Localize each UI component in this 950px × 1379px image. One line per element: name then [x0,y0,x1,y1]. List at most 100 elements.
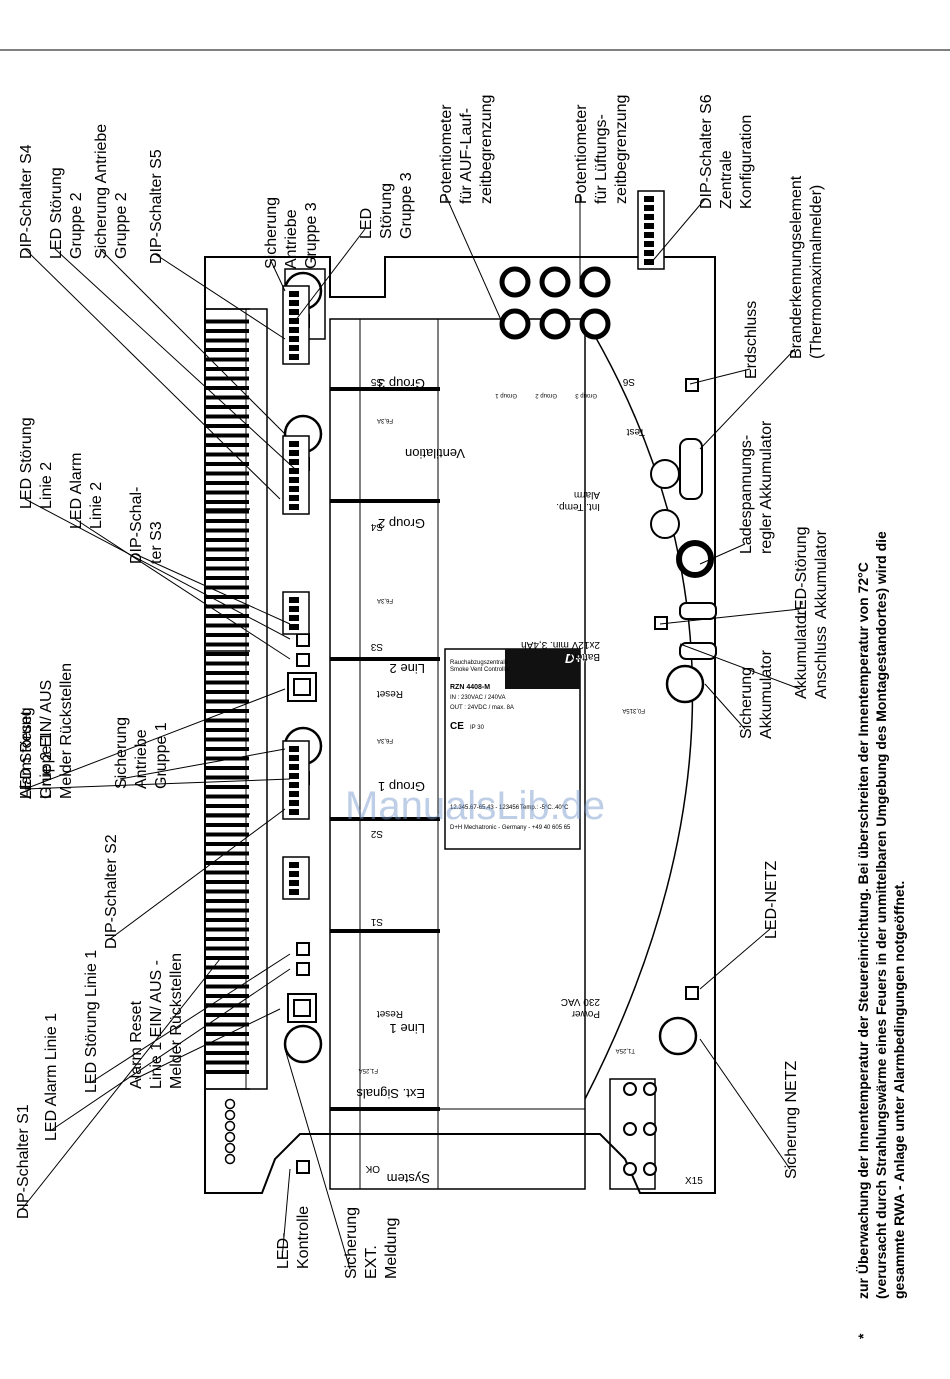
callout-29: LED-NETZ [763,861,780,939]
terminal-pin [205,433,249,438]
divider [330,1107,440,1111]
callout-13: DIP-Schal-ter S3 [128,487,165,564]
nameplate-temp: Temp.: -5°C..40°C [520,805,569,811]
led-erdschluss [685,378,699,392]
nameplate-out: OUT : 24VDC / max. 8A [450,705,514,711]
dip-switch-s2[interactable] [282,740,310,820]
pot-label-1: Group 1 [495,392,517,398]
callout-3: LED Störung Linie 1 [83,950,100,1093]
terminal-pin [205,585,249,590]
terminal-pin [205,386,249,390]
terminal-pin [205,462,249,466]
watermark: ManualsLib.de [345,784,605,828]
terminal-pin [205,1041,249,1046]
callout-leaders [21,193,801,1270]
terminal-pin [205,918,249,922]
pot-vent-group-2[interactable] [539,308,571,340]
pot-auf-group-2[interactable] [539,266,571,298]
nameplate-title: Rauchabzugszentrale [450,660,509,666]
terminal-pin [205,661,249,666]
callout-23: Branderkennungselement(Thermomaximalmeld… [788,175,825,359]
terminal-pin [205,528,249,533]
led-stoerung-linie-2 [296,633,310,647]
fuse-netz [658,1016,698,1056]
label-ext-signals: Ext. Signals [356,1086,425,1101]
leader-line [24,498,291,640]
dip-switch-s1[interactable] [282,856,310,900]
screw-terminal [224,1098,236,1110]
terminal-pin [205,956,249,960]
mains-terminal [623,1082,657,1176]
switch-id-s1: S1 [370,916,383,927]
leader-line [134,553,291,625]
terminal-pin [205,623,249,628]
terminal-pin [205,908,249,913]
terminal-pin [205,652,249,656]
leader-line [689,368,751,385]
terminal-pin [205,547,249,552]
terminal-pin [205,424,249,428]
nameplate: D+H Rauchabzugszentrale Smoke Vent Contr… [444,648,592,850]
callout-8: DIP-Schalter S2 [103,834,120,949]
terminal-pin [205,329,249,333]
callout-27: Akkumulator -Anschluss [793,600,830,699]
label-group-3: Group 3 [378,376,425,391]
terminal-pin [205,975,249,979]
terminal-pin [205,367,249,371]
terminal-pin [205,690,249,694]
terminal-pin [205,804,249,808]
terminal-pin [205,1013,249,1017]
terminal-pin [205,851,249,856]
divider [330,929,440,933]
led-alarm-linie-1 [296,962,310,976]
switch-id-s4: S4 [370,521,383,532]
label-line-1: Line 1 [390,1021,425,1036]
led-netz [685,986,699,1000]
terminal-pin [205,614,249,618]
dip-switch-s4[interactable] [282,435,310,515]
terminal-pin [205,595,249,599]
leader-line [281,1168,291,1260]
terminal-pin [205,604,249,609]
terminal-pin [205,538,249,542]
dip-switch-s3[interactable] [282,591,310,635]
terminal-pin [205,1060,249,1065]
leader-line [269,258,286,292]
terminal-pin [205,937,249,941]
terminal-pin [205,927,249,932]
callout-14: DIP-Schalter S4 [18,144,35,259]
pot-vent-group-1[interactable] [499,308,531,340]
fuse-rating-2: F6,3A [377,737,393,743]
fuse-rating-6: F0,315A [622,707,645,713]
fuse-rating-1: F1,25A [359,1067,378,1073]
dip-switch-s6[interactable] [637,190,665,270]
terminal-pin [205,490,249,495]
terminal-pin [205,870,249,875]
terminal-pin [205,832,249,837]
label-line-2: Line 2 [390,661,425,676]
nameplate-in: IN : 230VAC / 240VA [450,695,505,701]
screw-terminal [224,1142,236,1154]
pot-vent-group-3[interactable] [579,308,611,340]
ok-label: OK [365,1163,380,1174]
nameplate-model: RZN 4408-M [450,684,490,691]
reset-label-2: Reset [377,688,403,699]
footnote-line: zur Überwachung der Innentemperatur der … [855,562,871,1299]
terminal-pin [205,813,249,818]
pot-auf-group-3[interactable] [579,266,611,298]
leader-line [54,248,296,470]
screw-terminal [224,1131,236,1143]
dip-switch-s5[interactable] [282,285,310,365]
leader-line [74,518,291,660]
potentiometers [499,266,611,340]
pot-auf-group-1[interactable] [499,266,531,298]
nameplate-ip: IP 30 [470,725,485,731]
terminal-pin [205,671,249,675]
